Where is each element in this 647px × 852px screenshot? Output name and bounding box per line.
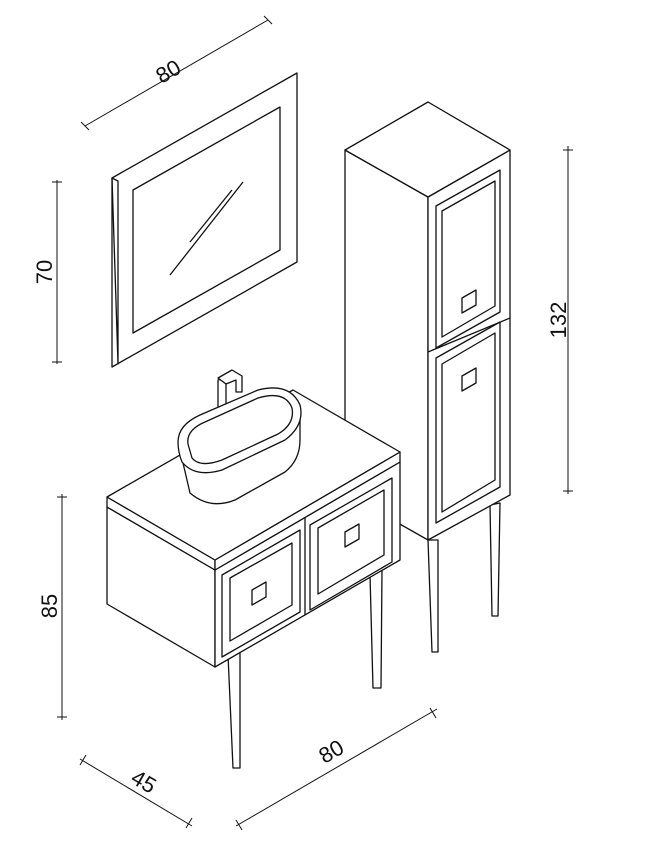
label-mirror-width: 80	[151, 55, 185, 89]
dim-tick	[80, 121, 90, 131]
vanity-left-knob-icon	[251, 581, 267, 606]
label-vanity-height: 85	[37, 594, 62, 618]
vanity-leg-front	[227, 649, 241, 769]
column-upper-door-inner	[441, 180, 496, 338]
dim-tick	[263, 15, 273, 25]
dim-tick	[429, 707, 437, 719]
column-leg-back	[489, 502, 501, 617]
column-lower-door-inner	[441, 332, 496, 513]
faucet-spout	[217, 369, 243, 393]
column-lower-knob-icon	[461, 367, 477, 392]
vanity-right-door-inner	[317, 489, 385, 595]
dim-tick	[185, 817, 193, 829]
mirror	[111, 72, 298, 368]
mirror-glare-line	[189, 189, 233, 243]
vanity-left-door-inner	[229, 542, 293, 642]
dim-tick	[79, 754, 87, 766]
dim-line-mirror-width	[84, 19, 269, 127]
dim-tick	[235, 819, 243, 831]
label-mirror-height: 70	[32, 260, 57, 284]
column-leg-front	[427, 539, 439, 653]
mirror-glare-line	[169, 181, 244, 276]
vanity-leg-right	[369, 569, 383, 689]
column-top	[344, 101, 511, 198]
basin-inner	[187, 394, 294, 465]
label-column-height: 132	[546, 302, 571, 339]
vanity-left-door	[221, 529, 301, 658]
basin	[177, 387, 302, 505]
dimension-lines	[52, 15, 573, 831]
mirror-frame-edge	[111, 177, 119, 365]
column-lower-door	[435, 321, 501, 524]
mirror-frame-outer	[111, 72, 298, 368]
dim-line-vanity-width	[235, 708, 438, 827]
vanity-right-door	[309, 477, 393, 611]
column-upper-door	[435, 169, 501, 349]
column-upper-knob-icon	[461, 289, 477, 314]
label-vanity-depth: 45	[127, 765, 161, 799]
dim-line-vanity-depth	[79, 758, 193, 827]
vanity-right-knob-icon	[344, 523, 360, 548]
mirror-frame-inner	[132, 106, 281, 334]
basin-rim	[177, 387, 302, 474]
